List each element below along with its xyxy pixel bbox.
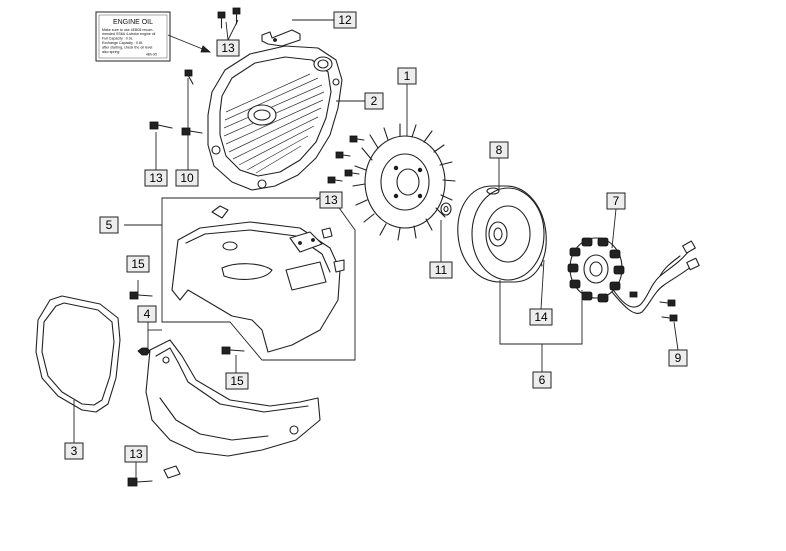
callout-15-left: 15 — [126, 255, 150, 273]
callout-15-mid: 15 — [225, 372, 249, 390]
rotor — [457, 185, 547, 283]
callout-5: 5 — [99, 216, 119, 234]
screws — [127, 7, 678, 487]
callout-8: 8 — [489, 141, 509, 159]
callout-13-bottom: 13 — [124, 445, 148, 463]
callout-13-left: 13 — [144, 169, 168, 187]
svg-text:1: 1 — [404, 69, 411, 83]
decal-line-1: Make sure to use 4EB05 recom- — [102, 28, 154, 32]
callout-1: 1 — [397, 67, 417, 85]
callout-13-fan: 13 — [319, 191, 343, 209]
leader-lines — [73, 19, 679, 480]
decal-line-3: Full Capacity : 0.9L — [102, 37, 133, 41]
engine-oil-decal: ENGINE OIL Make sure to use 4EB05 recom-… — [95, 11, 212, 62]
svg-text:9: 9 — [675, 351, 682, 365]
svg-text:14: 14 — [534, 310, 548, 324]
callout-10: 10 — [175, 169, 199, 187]
callout-7: 7 — [606, 192, 626, 210]
callout-9: 9 — [668, 349, 688, 367]
svg-text:13: 13 — [221, 41, 235, 55]
svg-text:13: 13 — [149, 171, 163, 185]
decal-line-4: Exchange Capacity : 0.8L — [102, 41, 143, 45]
svg-text:13: 13 — [324, 193, 338, 207]
callout-11: 11 — [429, 261, 453, 279]
svg-text:6: 6 — [539, 373, 546, 387]
fan-cover — [207, 45, 343, 191]
callout-6: 6 — [532, 371, 552, 389]
decal-line-5: after starting, check the oil level — [102, 46, 153, 50]
lower-shroud — [145, 339, 321, 479]
svg-text:11: 11 — [435, 263, 448, 277]
svg-text:4: 4 — [144, 307, 151, 321]
flywheel-nut — [440, 202, 452, 216]
stator — [567, 237, 700, 314]
decal-line-7: 4Bh-0/2 — [146, 53, 157, 57]
callout-13-top: 13 — [216, 39, 240, 57]
bracket — [261, 29, 301, 47]
callout-2: 2 — [364, 92, 384, 110]
callout-14: 14 — [529, 308, 553, 326]
decal-line-2: mended SS6A 4-stroke engine oil — [102, 32, 156, 36]
svg-text:15: 15 — [131, 257, 145, 271]
flywheel-fan — [352, 123, 456, 241]
svg-text:13: 13 — [129, 447, 143, 461]
svg-text:15: 15 — [230, 374, 244, 388]
callout-12: 12 — [333, 11, 357, 29]
decal-line-6: also spring — [102, 50, 119, 54]
svg-text:7: 7 — [613, 194, 620, 208]
svg-text:5: 5 — [106, 218, 113, 232]
callout-3: 3 — [64, 442, 84, 460]
svg-text:2: 2 — [371, 94, 378, 108]
svg-text:8: 8 — [496, 143, 503, 157]
callout-4: 4 — [137, 305, 157, 323]
shroud-assembly-group — [161, 197, 356, 361]
svg-text:12: 12 — [338, 13, 352, 27]
callouts: 1 2 3 4 5 6 7 8 9 10 11 12 13 13 13 13 1… — [64, 11, 688, 463]
gasket — [35, 295, 121, 413]
svg-text:3: 3 — [71, 444, 78, 458]
decal-title: ENGINE OIL — [113, 19, 153, 26]
svg-text:10: 10 — [180, 171, 194, 185]
